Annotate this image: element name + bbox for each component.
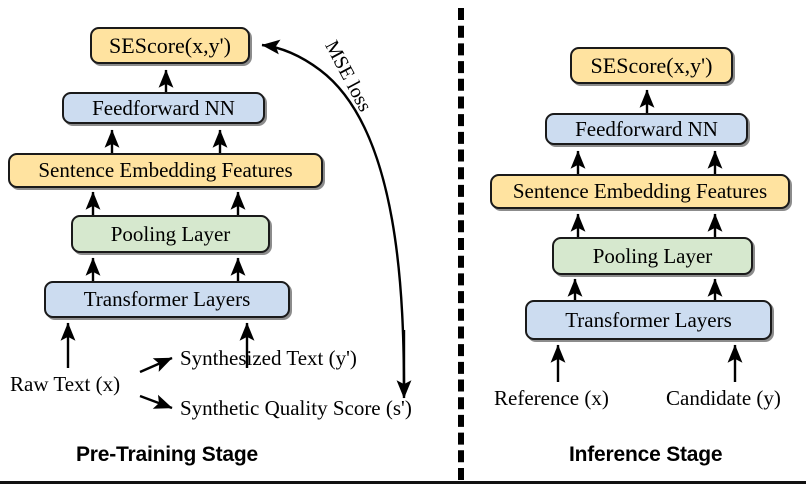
right-node-sescore[interactable]: SEScore(x,y') — [570, 47, 733, 84]
arrow-mse-loss-to-sescore — [261, 39, 406, 397]
right-node-sentence-embedding-label: Sentence Embedding Features — [512, 179, 768, 203]
arrow-rawtext-to-quality-score — [139, 394, 173, 410]
label-candidate: Candidate (y) — [666, 386, 781, 410]
right-node-feedforward[interactable]: Feedforward NN — [545, 113, 748, 145]
left-node-feedforward-label: Feedforward NN — [92, 95, 235, 120]
panel-divider — [458, 8, 464, 480]
left-node-pooling[interactable]: Pooling Layer — [71, 215, 270, 253]
right-node-transformer[interactable]: Transformer Layers — [525, 300, 772, 340]
right-node-feedforward-label: Feedforward NN — [575, 116, 718, 141]
left-node-sentence-embedding-label: Sentence Embedding Features — [38, 158, 293, 182]
left-node-transformer[interactable]: Transformer Layers — [44, 281, 290, 318]
label-synthesized-text: Synthesized Text (y') — [180, 346, 357, 370]
right-node-sentence-embedding[interactable]: Sentence Embedding Features — [490, 174, 790, 209]
right-node-pooling[interactable]: Pooling Layer — [552, 237, 753, 275]
left-node-feedforward[interactable]: Feedforward NN — [62, 92, 265, 124]
caption-inference-stage: Inference Stage — [569, 443, 723, 466]
left-node-sescore-label: SEScore(x,y') — [109, 32, 231, 58]
arrow-rawtext-to-synthesized — [139, 356, 173, 374]
bottom-rule — [0, 481, 806, 484]
label-raw-text: Raw Text (x) — [10, 372, 121, 396]
right-node-pooling-label: Pooling Layer — [592, 243, 713, 268]
label-reference: Reference (x) — [494, 386, 609, 410]
caption-pre-training-stage: Pre-Training Stage — [76, 443, 258, 466]
label-synthetic-quality-score: Synthetic Quality Score (s') — [180, 396, 412, 420]
left-node-pooling-label: Pooling Layer — [110, 221, 231, 246]
label-mse-loss: MSE loss — [320, 36, 376, 116]
left-node-sescore[interactable]: SEScore(x,y') — [90, 27, 250, 64]
left-node-sentence-embedding[interactable]: Sentence Embedding Features — [8, 153, 323, 188]
right-node-sescore-label: SEScore(x,y') — [590, 52, 713, 78]
left-node-transformer-label: Transformer Layers — [83, 287, 251, 311]
right-node-transformer-label: Transformer Layers — [565, 307, 732, 332]
